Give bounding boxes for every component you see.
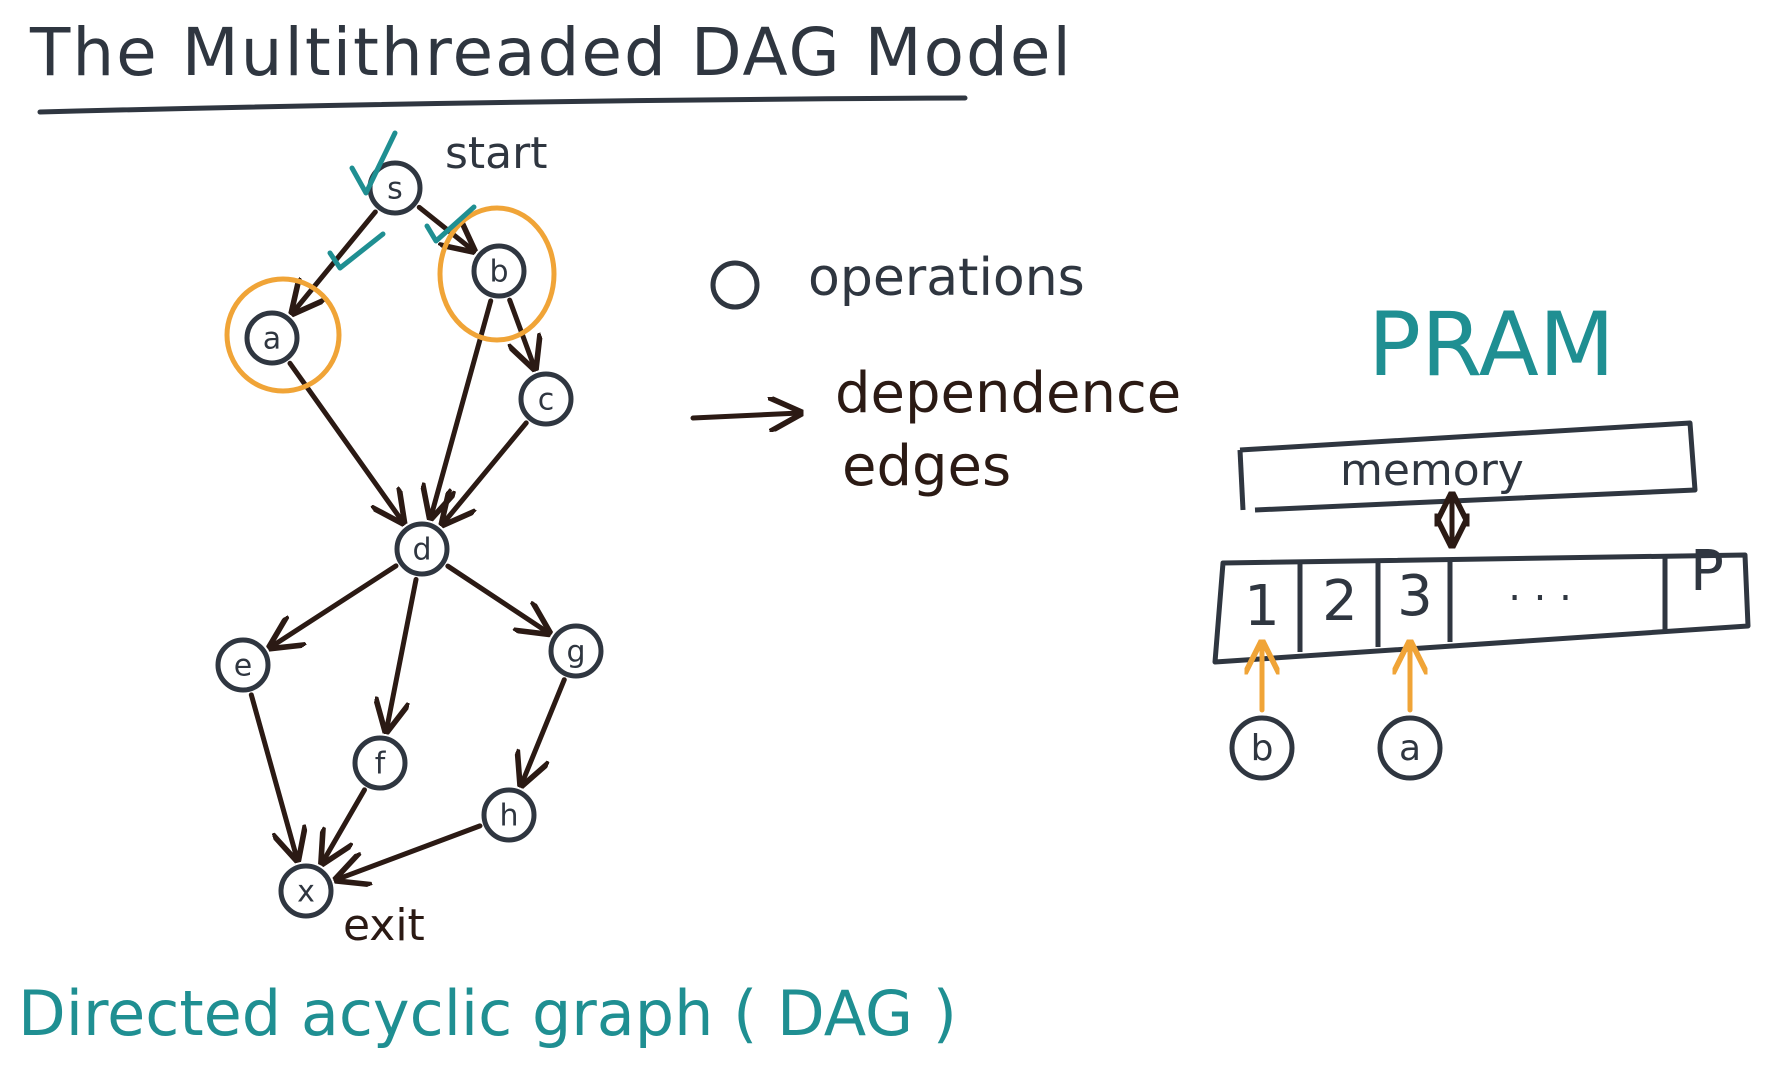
dag-nodes: s a b c d e f g h x <box>215 160 604 919</box>
node-b-circle <box>471 243 527 299</box>
page-title: The Multithreaded DAG Model <box>29 14 1073 91</box>
node-g-circle <box>548 623 604 679</box>
edge-d-e <box>271 563 399 647</box>
pram-title: PRAM <box>1368 293 1615 396</box>
legend-edge-arrow <box>690 413 800 418</box>
node-x-label: x <box>297 875 315 910</box>
memory-box-left <box>1237 449 1246 511</box>
edge-f-x <box>323 787 367 863</box>
legend-operations-label: operations <box>808 248 1085 308</box>
node-b: b <box>471 243 527 299</box>
node-b-label: b <box>489 255 508 290</box>
checkmark-a-edge <box>327 231 386 271</box>
exit-label: exit <box>343 900 425 951</box>
memory-label: memory <box>1340 445 1524 496</box>
processor-1-label: 1 <box>1244 574 1280 639</box>
processor-P-label: P <box>1690 539 1724 604</box>
node-d-label: d <box>412 533 431 568</box>
edge-a-d <box>287 360 403 522</box>
highlight-circle-b <box>437 205 557 343</box>
node-e-circle <box>215 637 271 693</box>
highlight-circle-a <box>224 276 342 394</box>
node-e-label: e <box>234 649 252 684</box>
memory-box <box>1239 420 1698 513</box>
processor-dividers <box>1297 556 1668 652</box>
legend-node-icon <box>710 260 760 310</box>
dag-caption: Directed acyclic graph ( DAG ) <box>18 977 957 1050</box>
edge-d-f <box>386 576 419 730</box>
node-e: e <box>215 637 271 693</box>
dag-edges <box>248 204 567 880</box>
node-c-label: c <box>538 383 555 418</box>
legend-edges-label-2: edges <box>842 434 1011 499</box>
node-a-label: a <box>263 322 281 357</box>
checkmark-s <box>349 130 398 196</box>
edge-e-x <box>248 692 297 859</box>
node-d: d <box>394 521 450 577</box>
node-h-circle <box>481 787 537 843</box>
processor-strip <box>1212 552 1751 665</box>
node-a-circle <box>244 310 300 366</box>
node-h-label: h <box>499 799 518 834</box>
node-f: f <box>352 735 408 791</box>
node-s-label: s <box>387 172 403 207</box>
node-g: g <box>548 623 604 679</box>
node-x: x <box>278 863 334 919</box>
node-h: h <box>481 787 537 843</box>
processor-ellipsis-label: . . . <box>1508 564 1572 610</box>
edge-h-x <box>337 823 483 880</box>
node-c: c <box>518 371 574 427</box>
edge-g-h <box>521 677 567 785</box>
node-a: a <box>244 310 300 366</box>
assigned-op-b-label: b <box>1251 728 1274 769</box>
node-c-circle <box>518 371 574 427</box>
assigned-op-b-circle <box>1229 715 1295 781</box>
processor-3-label: 3 <box>1397 564 1433 629</box>
edge-c-d <box>443 420 529 524</box>
node-f-label: f <box>375 747 387 782</box>
checkmark-b-edge <box>424 204 477 244</box>
title-underline <box>37 95 968 115</box>
node-d-circle <box>394 521 450 577</box>
edge-b-d <box>431 298 494 517</box>
processor-2-label: 2 <box>1322 569 1358 634</box>
node-g-label: g <box>566 635 585 670</box>
assigned-op-a-circle <box>1377 715 1443 781</box>
assigned-op-a-label: a <box>1399 728 1421 769</box>
node-f-circle <box>352 735 408 791</box>
legend-edges-label-1: dependence <box>835 361 1181 426</box>
start-label: start <box>445 128 547 179</box>
node-x-circle <box>278 863 334 919</box>
edge-d-g <box>445 563 549 633</box>
